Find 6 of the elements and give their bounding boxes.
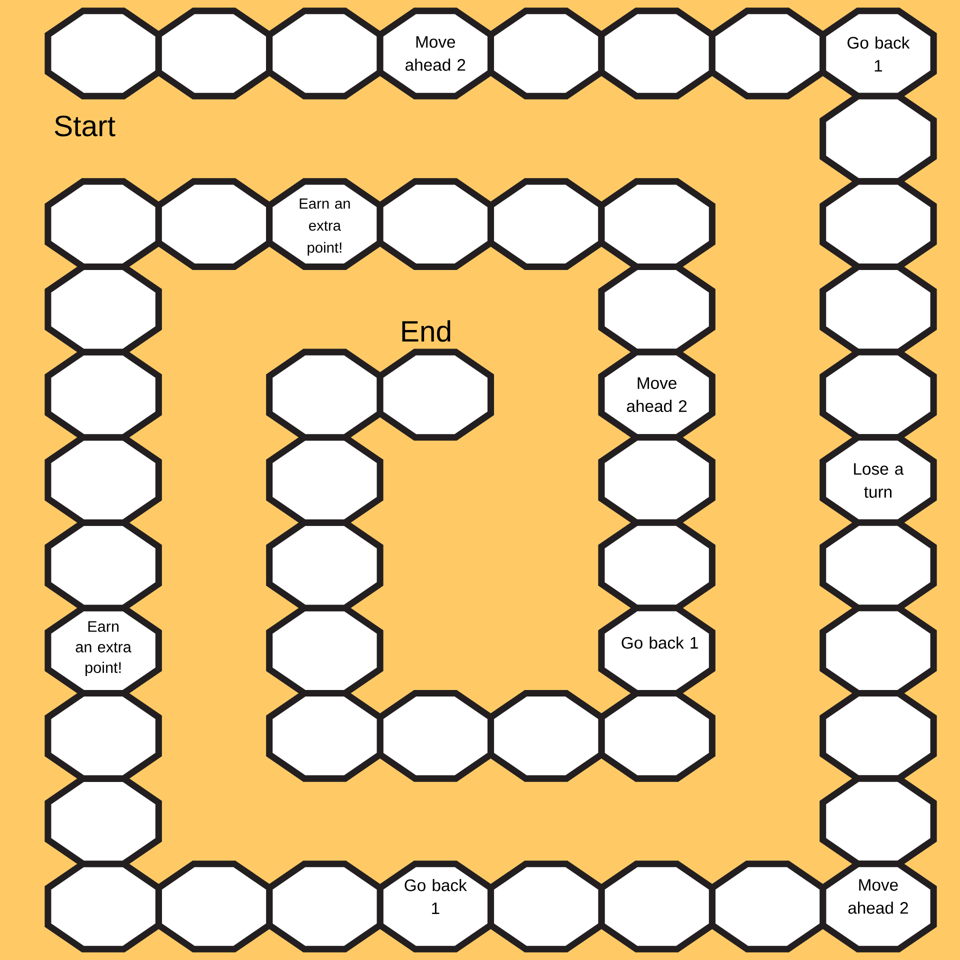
board-space: Move ahead 2 [820,860,937,952]
board-label: End [402,320,450,342]
board-space: Go back 1 [820,8,937,100]
board-space: Lose a turn [820,434,937,526]
board-label: Start [54,116,116,136]
board-space: Go back 1 [376,860,494,952]
